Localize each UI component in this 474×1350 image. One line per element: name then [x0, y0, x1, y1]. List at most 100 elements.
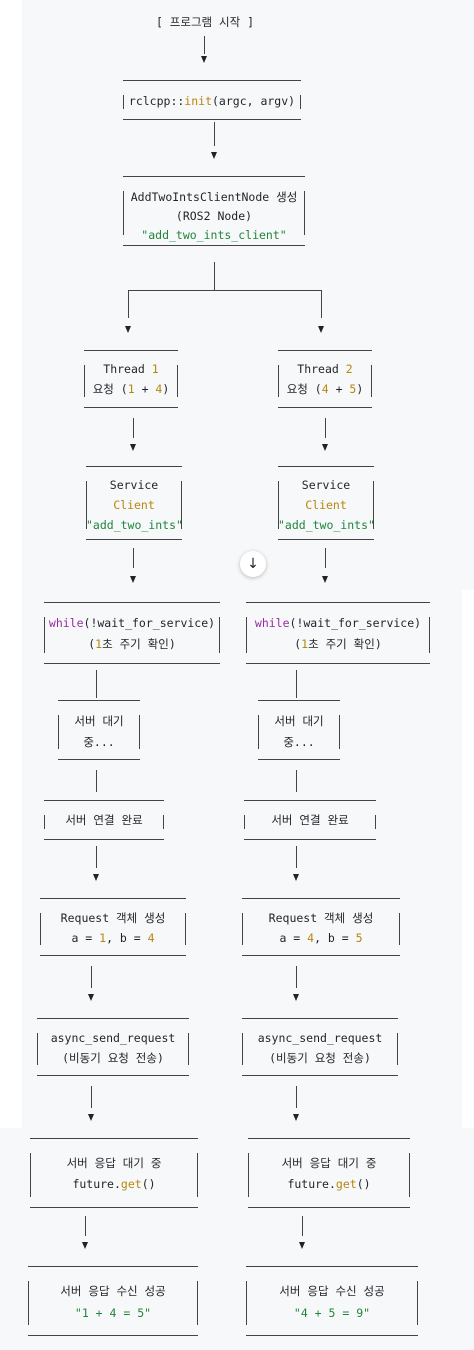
connector [204, 36, 205, 54]
arrow-down-icon [293, 874, 299, 881]
connector [214, 262, 215, 290]
connected-box: 서버 연결 완료 [244, 800, 376, 840]
server-wait-label: 서버 대기 [74, 714, 124, 728]
connector [96, 670, 97, 698]
async-send-sub-label: (비동기 요청 전송) [269, 1051, 371, 1065]
arrow-down-icon [293, 994, 299, 1001]
request-create-label: Request 객체 생성 [60, 911, 166, 925]
connector [91, 966, 92, 988]
client-label: Client [113, 498, 155, 512]
success-box: 서버 응답 수신 성공 "4 + 5 = 9" [246, 1266, 418, 1336]
server-wait-label: 서버 대기 [274, 714, 324, 728]
code-panel-bottom [0, 1128, 474, 1350]
future-get-label: future.get() [72, 1177, 156, 1191]
connector [85, 1216, 86, 1236]
server-wait-box: 서버 대기 중... [258, 700, 340, 760]
node-box: AddTwoIntsClientNode 생성 (ROS2 Node) "add… [123, 176, 305, 246]
arrow-down-icon [125, 326, 131, 333]
arrow-down-icon [211, 152, 217, 159]
wait-loop-box: while(!wait_for_service) (1초 주기 확인) [44, 602, 220, 664]
thread-label: Thread 2 [297, 362, 353, 376]
async-send-box: async_send_request (비동기 요청 전송) [37, 1018, 189, 1076]
result-label: "4 + 5 = 9" [293, 1306, 371, 1320]
connector [296, 770, 297, 792]
connector [214, 122, 215, 146]
init-box: rclcpp::init(argc, argv) [123, 80, 301, 120]
request-create-box: Request 객체 생성 a = 1, b = 4 [40, 898, 186, 956]
service-name-label: "add_two_ints" [278, 518, 375, 532]
arrow-down-icon [130, 576, 136, 583]
connector [296, 1086, 297, 1108]
wait-loop-box: while(!wait_for_service) (1초 주기 확인) [246, 602, 430, 664]
arrow-down-icon: ↓ [247, 556, 259, 572]
thread-box: Thread 2 요청 (4 + 5) [278, 350, 372, 408]
arrow-down-icon [299, 1242, 305, 1249]
server-wait-sub-label: 중... [283, 735, 315, 749]
arrow-down-icon [201, 56, 207, 63]
wait-loop-label: while(!wait_for_service) [254, 616, 422, 630]
request-assign-label: a = 4, b = 5 [279, 931, 363, 945]
program-start-label: [ 프로그램 시작 ] [155, 15, 255, 29]
connector [91, 1086, 92, 1108]
service-client-box: Service Client "add_two_ints" [86, 466, 183, 540]
async-send-label: async_send_request [257, 1031, 383, 1045]
code-panel-top [22, 0, 474, 590]
connector [296, 670, 297, 698]
client-label: Client [305, 498, 347, 512]
connector [96, 770, 97, 792]
thread-box: Thread 1 요청 (1 + 4) [84, 350, 178, 408]
response-wait-label: 서버 응답 대기 중 [66, 1156, 162, 1170]
async-send-label: async_send_request [50, 1031, 176, 1045]
arrow-down-icon [293, 1114, 299, 1121]
node-type-label: (ROS2 Node) [175, 209, 253, 223]
service-label: Service [301, 478, 351, 492]
split-line [128, 290, 321, 291]
wait-loop-label: while(!wait_for_service) [48, 616, 216, 630]
success-label: 서버 응답 수신 성공 [60, 1284, 166, 1298]
request-label: 요청 (1 + 4) [92, 382, 170, 396]
connector [321, 290, 322, 318]
future-get-label: future.get() [287, 1177, 371, 1191]
arrow-down-icon [322, 444, 328, 451]
connected-box: 서버 연결 완료 [44, 800, 164, 840]
connector [133, 548, 134, 568]
connected-label: 서버 연결 완료 [271, 813, 349, 827]
connector [96, 846, 97, 868]
response-wait-box: 서버 응답 대기 중 future.get() [248, 1138, 410, 1208]
request-label: 요청 (4 + 5) [286, 382, 364, 396]
success-label: 서버 응답 수신 성공 [279, 1284, 385, 1298]
request-create-box: Request 객체 생성 a = 4, b = 5 [242, 898, 400, 956]
response-wait-label: 서버 응답 대기 중 [281, 1156, 377, 1170]
arrow-down-icon [88, 1114, 94, 1121]
service-name-label: "add_two_ints" [86, 518, 183, 532]
connected-label: 서버 연결 완료 [65, 813, 143, 827]
service-label: Service [109, 478, 159, 492]
response-wait-box: 서버 응답 대기 중 future.get() [30, 1138, 198, 1208]
connector [325, 418, 326, 438]
arrow-down-icon [88, 994, 94, 1001]
async-send-sub-label: (비동기 요청 전송) [62, 1051, 164, 1065]
connector [296, 846, 297, 868]
success-box: 서버 응답 수신 성공 "1 + 4 = 5" [28, 1266, 198, 1336]
request-assign-label: a = 1, b = 4 [71, 931, 155, 945]
connector [302, 1216, 303, 1236]
arrow-down-icon [318, 326, 324, 333]
connector [296, 966, 297, 988]
service-client-box: Service Client "add_two_ints" [278, 466, 375, 540]
node-create-label: AddTwoIntsClientNode 생성 [130, 190, 298, 204]
server-wait-box: 서버 대기 중... [58, 700, 140, 760]
connector [128, 290, 129, 318]
node-name-label: "add_two_ints_client" [141, 228, 287, 242]
server-wait-sub-label: 중... [83, 735, 115, 749]
wait-interval-label: (1초 주기 확인) [88, 637, 176, 651]
arrow-down-icon [93, 874, 99, 881]
arrow-down-icon [322, 576, 328, 583]
connector [325, 548, 326, 568]
scroll-down-button[interactable]: ↓ [240, 551, 266, 577]
wait-interval-label: (1초 주기 확인) [294, 637, 382, 651]
thread-label: Thread 1 [103, 362, 159, 376]
result-label: "1 + 4 = 5" [74, 1306, 152, 1320]
async-send-box: async_send_request (비동기 요청 전송) [242, 1018, 398, 1076]
arrow-down-icon [130, 444, 136, 451]
arrow-down-icon [82, 1242, 88, 1249]
